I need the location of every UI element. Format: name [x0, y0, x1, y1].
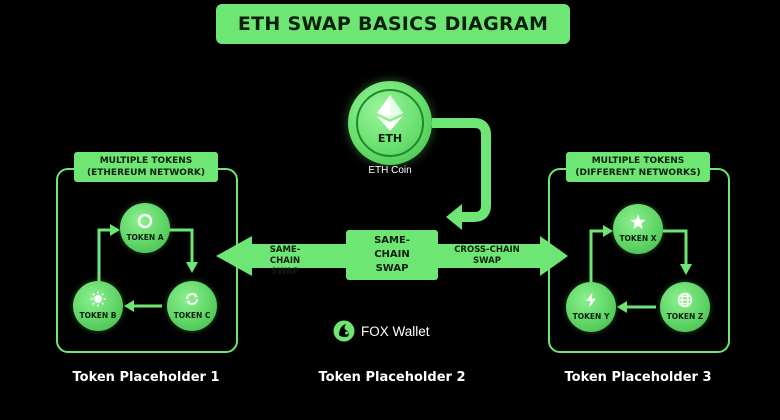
right-cycle-arrow-top — [663, 229, 688, 266]
token-b-label: TOKEN B — [79, 311, 117, 320]
token-c: TOKEN C — [167, 281, 217, 331]
right-panel-label: MULTIPLE TOKENS (DIFFERENT NETWORKS) — [566, 152, 710, 182]
token-x: TOKEN X — [613, 204, 663, 254]
token-b: TOKEN B — [73, 281, 123, 331]
fox-wallet-logo-icon — [333, 320, 355, 342]
same-chain-arrow-label: SAME-CHAIN SWAP — [269, 245, 301, 277]
refresh-icon — [186, 293, 198, 305]
left-panel-label: MULTIPLE TOKENS (ETHEREUM NETWORK) — [74, 152, 218, 182]
cross-chain-arrow-label: CROSS-CHAIN SWAP — [454, 245, 520, 266]
star-icon — [630, 214, 646, 229]
token-z: TOKEN Z — [660, 282, 710, 332]
swap-box-label: SAME-CHAIN SWAP — [374, 235, 410, 274]
token-y-label: TOKEN Y — [572, 312, 610, 321]
left-panel-label-line1: MULTIPLE TOKENS — [99, 156, 193, 166]
cross-chain-arrow — [438, 236, 568, 276]
same-chain-swap-box: SAME-CHAIN SWAP — [346, 230, 438, 280]
token-c-label: TOKEN C — [173, 311, 211, 320]
brand-name: FOX Wallet — [361, 323, 430, 339]
ethereum-icon — [377, 95, 403, 131]
token-a-label: TOKEN A — [126, 233, 164, 242]
same-chain-arrow — [216, 236, 346, 276]
token-z-label: TOKEN Z — [666, 312, 704, 321]
sun-icon — [90, 291, 106, 307]
left-cycle-arrow-top — [167, 228, 194, 264]
token-x-label: TOKEN X — [619, 234, 657, 243]
eth-to-swap-arrowhead — [446, 204, 462, 230]
token-a: TOKEN A — [120, 203, 170, 253]
diagram-title: ETH SWAP BASICS DIAGRAM — [216, 4, 570, 44]
left-cycle-arrow-left — [97, 228, 112, 282]
right-panel-label-line2: (DIFFERENT NETWORKS) — [575, 168, 701, 178]
token-placeholder-2: Token Placeholder 2 — [318, 370, 466, 385]
left-panel-label-line2: (ETHEREUM NETWORK) — [87, 168, 205, 178]
right-panel-label-line1: MULTIPLE TOKENS — [591, 156, 685, 166]
eth-coin: ETH — [348, 81, 432, 165]
eth-coin-label: ETH — [377, 132, 403, 145]
lightning-icon — [586, 292, 596, 308]
right-cycle-arrow-left — [589, 229, 605, 284]
ring-icon — [137, 213, 153, 229]
fox-wallet-brand: FOX Wallet — [333, 320, 430, 342]
eth-to-swap-arrow — [432, 118, 491, 222]
globe-icon — [677, 292, 693, 308]
token-placeholder-3: Token Placeholder 3 — [564, 370, 712, 385]
token-y: TOKEN Y — [566, 282, 616, 332]
eth-coin-caption: ETH Coin — [368, 165, 412, 176]
token-placeholder-1: Token Placeholder 1 — [72, 370, 220, 385]
